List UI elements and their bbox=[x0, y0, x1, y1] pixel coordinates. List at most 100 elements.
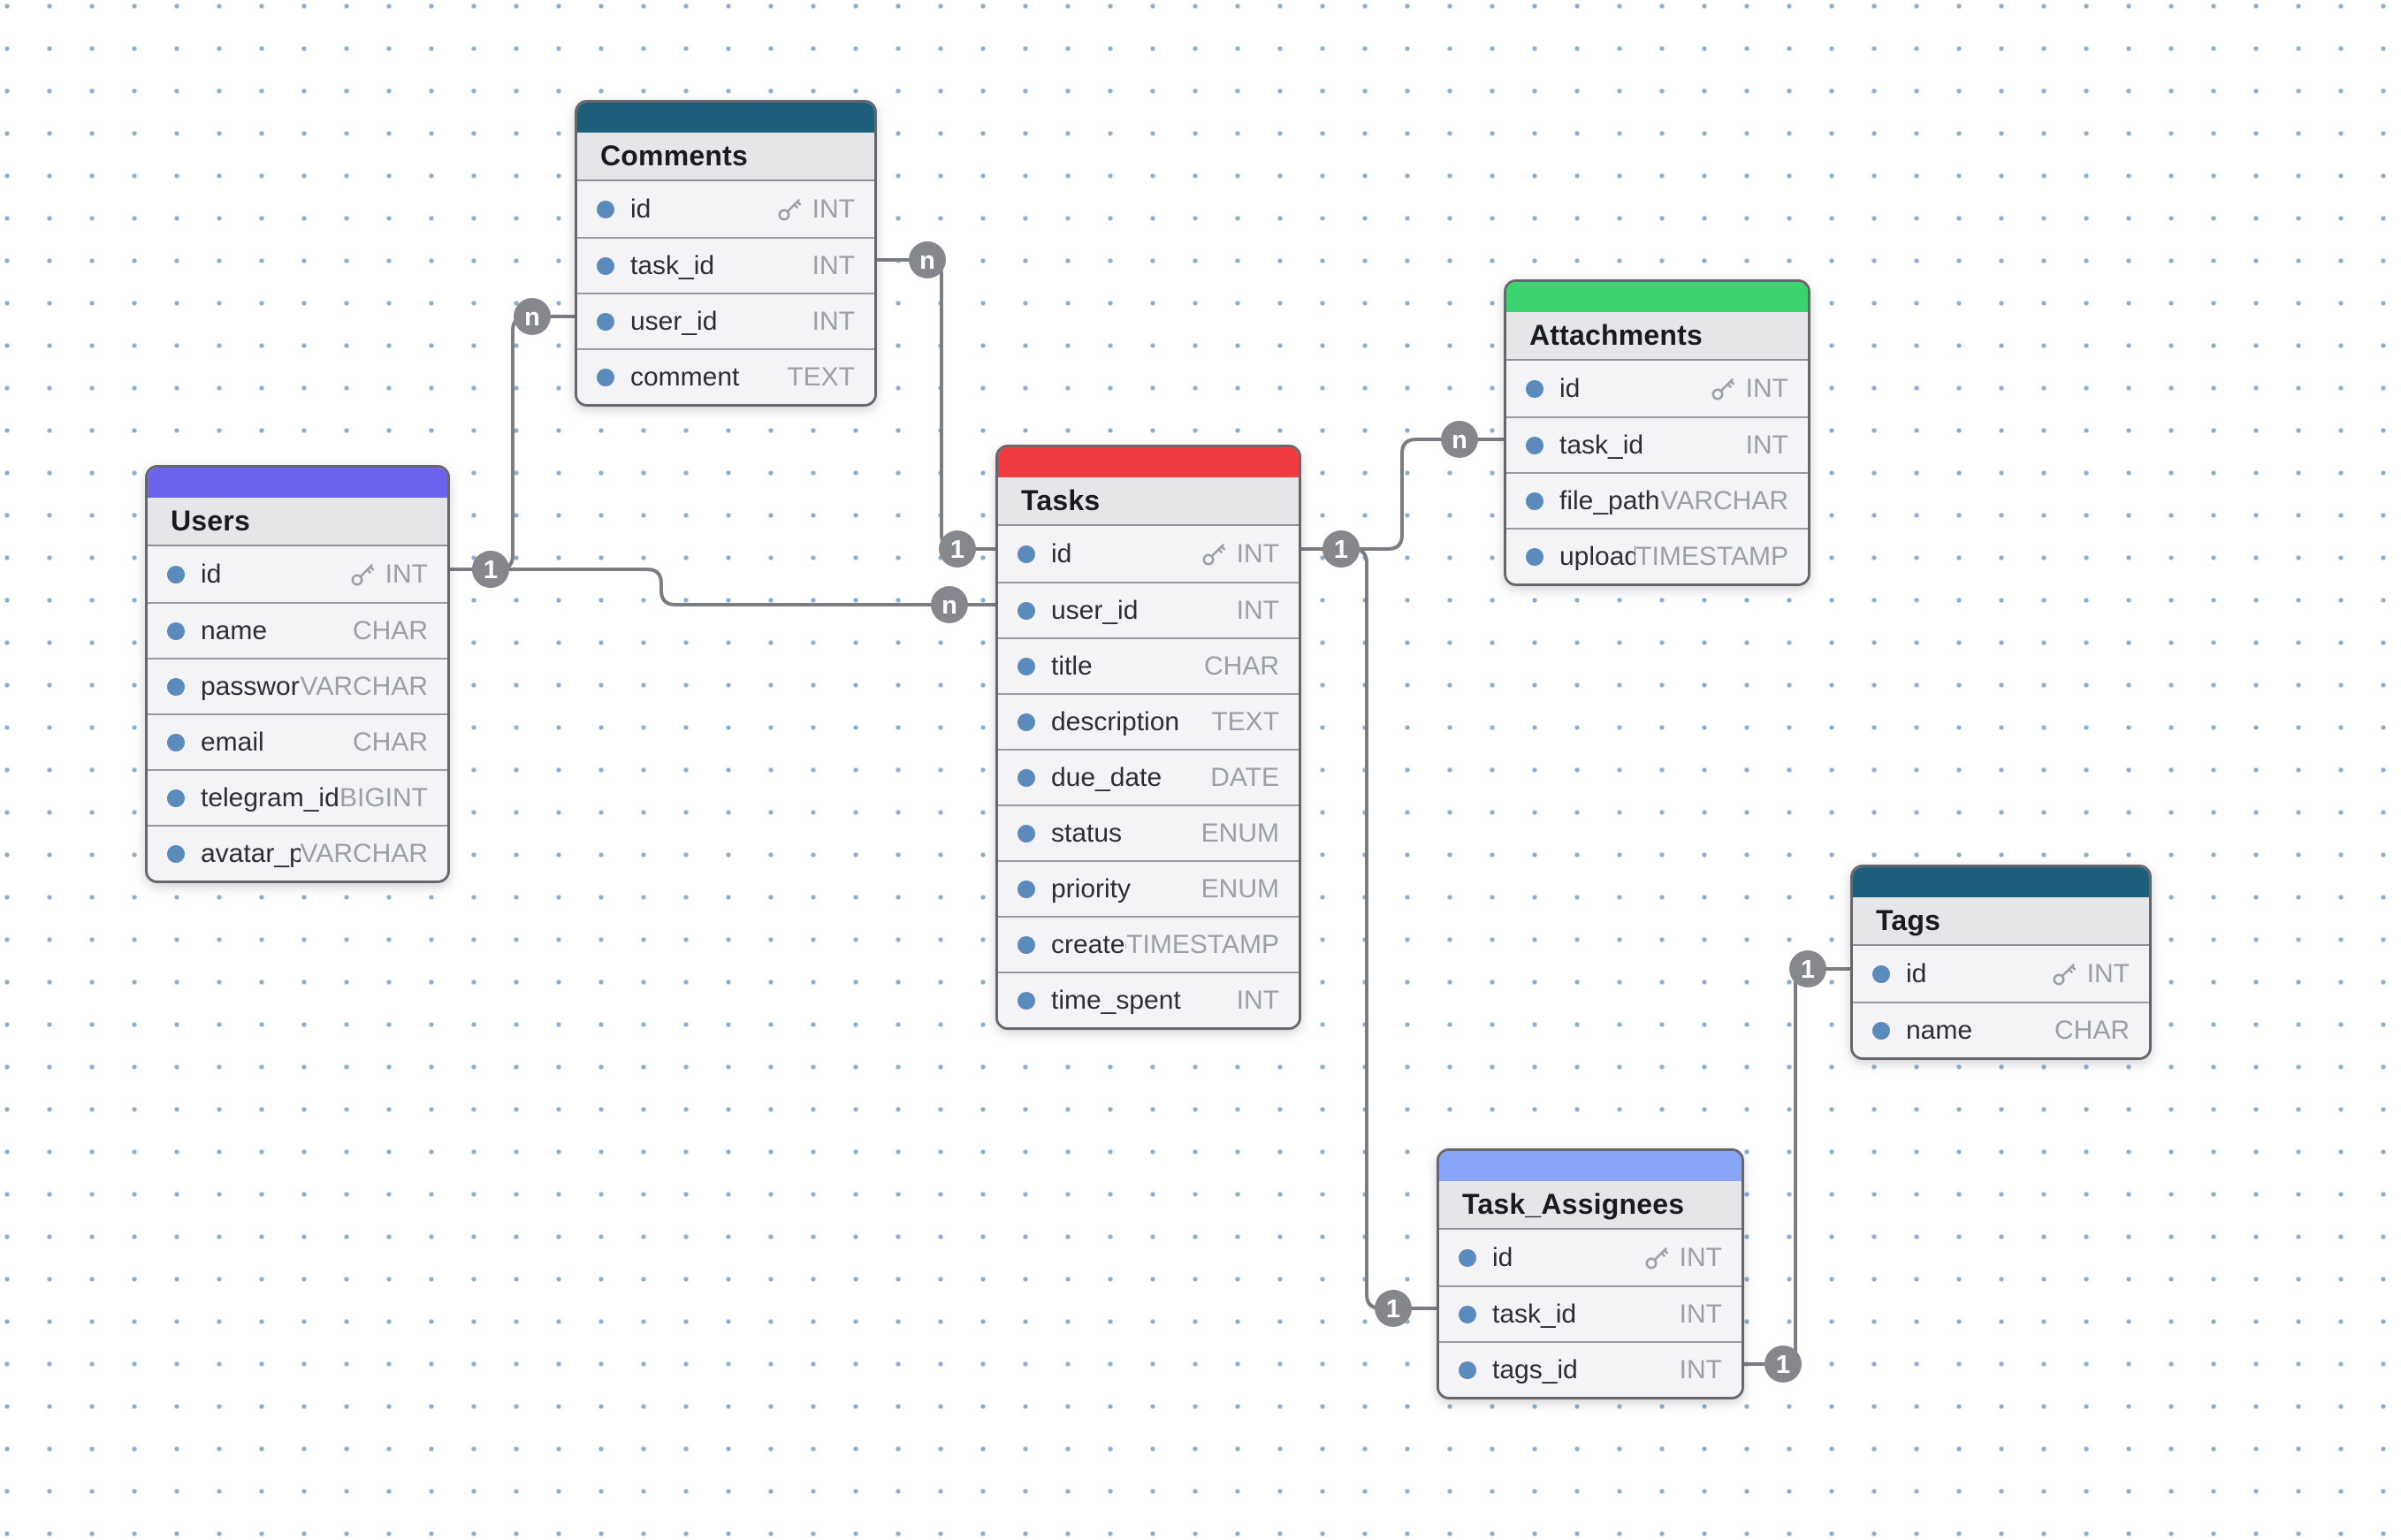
relationship-line-tasks-id--attachments-task-id[interactable] bbox=[1300, 438, 1505, 551]
field-anchor-dot-icon[interactable] bbox=[1526, 379, 1544, 398]
cardinality-label: n bbox=[931, 586, 968, 623]
table-header[interactable]: Attachments bbox=[1506, 312, 1808, 361]
table-title: Tasks bbox=[1021, 484, 1101, 516]
field-anchor-dot-icon[interactable] bbox=[597, 256, 614, 275]
field-meta: CHAR bbox=[353, 616, 428, 646]
primary-key-icon bbox=[1202, 543, 1225, 565]
table-header[interactable]: Comments bbox=[577, 133, 874, 181]
cardinality-bubble bbox=[514, 298, 551, 335]
field-anchor-dot-icon[interactable] bbox=[1459, 1248, 1476, 1267]
field-name: comment bbox=[630, 362, 740, 392]
field-row-tasks-created[interactable]: created...TIMESTAMP bbox=[998, 916, 1299, 972]
cardinality-text: 1 bbox=[1801, 956, 1815, 984]
field-row-comments-comment[interactable]: comment TEXT bbox=[577, 348, 874, 404]
field-anchor-dot-icon[interactable] bbox=[1018, 657, 1035, 675]
field-anchor-dot-icon[interactable] bbox=[597, 312, 614, 331]
field-anchor-dot-icon[interactable] bbox=[1872, 964, 1890, 983]
field-anchor-dot-icon[interactable] bbox=[1018, 713, 1035, 731]
table-accent-bar bbox=[1506, 282, 1808, 312]
field-name: tags_id bbox=[1492, 1354, 1578, 1384]
field-meta: BIGINT bbox=[339, 783, 428, 813]
field-type: INT bbox=[385, 559, 428, 589]
field-type: DATE bbox=[1210, 762, 1279, 792]
field-type: INT bbox=[1679, 1242, 1722, 1272]
field-anchor-dot-icon[interactable] bbox=[1526, 436, 1544, 454]
table-header[interactable]: Tags bbox=[1853, 897, 2149, 946]
field-anchor-dot-icon[interactable] bbox=[597, 368, 614, 386]
field-row-attachments-upload[interactable]: upload...TIMESTAMP bbox=[1506, 528, 1808, 583]
field-meta: INT bbox=[1709, 374, 1788, 404]
field-meta: INT bbox=[1237, 986, 1279, 1016]
field-anchor-dot-icon[interactable] bbox=[1018, 768, 1035, 787]
field-anchor-dot-icon[interactable] bbox=[167, 565, 185, 583]
field-anchor-dot-icon[interactable] bbox=[1018, 935, 1035, 954]
field-anchor-dot-icon[interactable] bbox=[167, 733, 185, 751]
table-header[interactable]: Tasks bbox=[998, 477, 1299, 526]
table-title: Attachments bbox=[1529, 319, 1704, 351]
field-meta: INT bbox=[1746, 431, 1788, 461]
field-name: priority bbox=[1051, 873, 1132, 903]
field-anchor-dot-icon[interactable] bbox=[1018, 991, 1035, 1010]
field-row-users-password[interactable]: passwordVARCHAR bbox=[148, 658, 447, 713]
field-anchor-dot-icon[interactable] bbox=[1018, 880, 1035, 898]
field-anchor-dot-icon[interactable] bbox=[167, 677, 185, 696]
cardinality-label: 1 bbox=[1322, 530, 1360, 568]
field-name: task_id bbox=[630, 250, 715, 280]
field-anchor-dot-icon[interactable] bbox=[1018, 824, 1035, 842]
cardinality-text: 1 bbox=[484, 556, 498, 584]
field-anchor-dot-icon[interactable] bbox=[1526, 547, 1544, 566]
table-users[interactable]: UsersidINTnameCHARpasswordVARCHARemailCH… bbox=[145, 465, 450, 883]
field-anchor-dot-icon[interactable] bbox=[1459, 1361, 1476, 1379]
relationship-line-users-id--tasks-user-id[interactable] bbox=[448, 568, 997, 606]
field-row-users-avatar-pa[interactable]: avatar_pa...VARCHAR bbox=[148, 825, 447, 881]
field-anchor-dot-icon[interactable] bbox=[167, 844, 185, 863]
field-type: TEXT bbox=[787, 362, 855, 392]
field-row-comments-task-id[interactable]: task_id INT bbox=[577, 237, 874, 293]
field-anchor-dot-icon[interactable] bbox=[1018, 601, 1035, 620]
field-anchor-dot-icon[interactable] bbox=[1018, 545, 1035, 563]
cardinality-text: n bbox=[941, 591, 957, 620]
field-anchor-dot-icon[interactable] bbox=[1459, 1305, 1476, 1323]
field-type: INT bbox=[812, 250, 855, 280]
field-meta: VARCHAR bbox=[1661, 486, 1788, 516]
field-anchor-dot-icon[interactable] bbox=[167, 789, 185, 807]
table-header[interactable]: Task_Assignees bbox=[1439, 1181, 1742, 1230]
field-meta: VARCHAR bbox=[301, 672, 428, 702]
field-type: INT bbox=[1236, 538, 1279, 568]
field-anchor-dot-icon[interactable] bbox=[167, 621, 185, 640]
field-anchor-dot-icon[interactable] bbox=[597, 200, 614, 218]
field-anchor-dot-icon[interactable] bbox=[1872, 1021, 1890, 1040]
field-anchor-dot-icon[interactable] bbox=[1526, 492, 1544, 510]
primary-key-icon bbox=[1645, 1246, 1668, 1269]
table-header[interactable]: Users bbox=[148, 498, 447, 546]
field-type: CHAR bbox=[352, 615, 428, 645]
